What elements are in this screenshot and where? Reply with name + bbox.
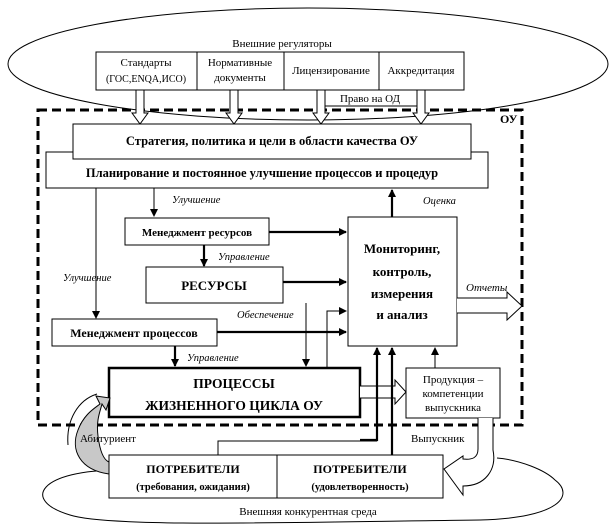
label-reports: Отчеты — [466, 282, 508, 294]
regulator-licensing-label: Лицензирование — [292, 65, 370, 77]
label-evaluation: Оценка — [423, 196, 456, 207]
label-control-1: Управление — [218, 252, 270, 263]
regulator-standards-line1: Стандарты — [121, 57, 173, 69]
product-line1: Продукция – — [423, 374, 484, 386]
label-improvement-left: Улучшение — [63, 273, 112, 284]
monitoring-line4: и анализ — [376, 307, 427, 322]
product-line2: компетенции — [422, 388, 483, 400]
resources-box — [145, 266, 284, 304]
lifecycle-line2: ЖИЗНЕННОГО ЦИКЛА ОУ — [145, 398, 323, 413]
regulator-arrows — [131, 89, 430, 125]
consumers-requirements-box — [108, 454, 278, 499]
monitoring-line2: контроль, — [373, 264, 432, 279]
label-supply: Обеспечение — [237, 310, 294, 321]
external-environment-ellipse — [42, 457, 564, 524]
planning-label: Планирование и постоянное улучшение проц… — [86, 166, 438, 180]
regulator-arrow-1 — [131, 89, 149, 125]
regulator-standards-line2: (ГОС,ENQA,ИСО) — [106, 74, 186, 85]
product-line3: выпускника — [425, 402, 481, 414]
regulator-standards-box — [95, 51, 198, 91]
monitoring-box — [347, 216, 458, 347]
right-to-ed-label: Право на ОД — [340, 93, 401, 105]
label-control-2: Управление — [187, 353, 239, 364]
regulator-normative-box — [196, 51, 285, 91]
consumers-requirements-line2: (требования, ожидания) — [136, 482, 250, 493]
label-graduate: Выпускник — [411, 433, 465, 445]
regulator-accreditation-label: Аккредитация — [387, 65, 454, 77]
regulator-arrow-2 — [225, 89, 243, 125]
process-mgmt-box — [51, 318, 218, 347]
strategy-label: Стратегия, политика и цели в области кач… — [126, 134, 418, 148]
arrow-consumer-req-to-monitoring — [360, 347, 381, 442]
organisation-label: ОУ — [500, 112, 518, 126]
consumers-satisfaction-box — [276, 454, 444, 499]
applicant-arrow — [74, 395, 111, 475]
organisation-boundary — [36, 108, 524, 427]
label-improvement-top: Улучшение — [172, 195, 221, 206]
graduate-arrow — [443, 418, 495, 497]
monitoring-line1: Мониторинг, — [364, 241, 440, 256]
monitoring-line3: измерения — [371, 286, 433, 301]
process-mgmt-label: Менеджмент процессов — [70, 326, 198, 340]
lifecycle-box — [107, 366, 362, 419]
consumers-requirements-line1: ПОТРЕБИТЕЛИ — [146, 462, 240, 476]
regulator-boxes: Стандарты (ГОС,ENQA,ИСО) Нормативные док… — [95, 51, 465, 91]
consumers-satisfaction-line1: ПОТРЕБИТЕЛИ — [313, 462, 407, 476]
external-regulators-title: Внешние регуляторы — [232, 38, 332, 50]
consumers-satisfaction-line2: (удовлетворенность) — [311, 482, 409, 493]
lifecycle-line1: ПРОЦЕССЫ — [193, 376, 275, 391]
arrow-lifecycle-to-monitoring — [326, 307, 347, 368]
arrow-lifecycle-to-product — [360, 378, 407, 406]
regulator-arrow-3 — [312, 89, 330, 125]
reports-arrow — [457, 290, 523, 322]
regulator-normative-line2: документы — [214, 72, 266, 84]
regulator-arrow-4 — [412, 89, 430, 125]
resource-mgmt-box — [124, 217, 270, 246]
regulator-normative-line1: Нормативные — [208, 57, 272, 69]
label-applicant: Абитуриент — [80, 433, 136, 445]
product-box — [405, 367, 501, 419]
external-environment-label: Внешняя конкурентная среда — [239, 506, 377, 518]
resources-label: РЕСУРСЫ — [181, 278, 247, 293]
external-regulators-ellipse — [7, 7, 609, 121]
strategy-box — [72, 123, 472, 160]
resource-mgmt-label: Менеджмент ресурсов — [142, 227, 252, 239]
line-consumers-left-top — [217, 440, 377, 455]
